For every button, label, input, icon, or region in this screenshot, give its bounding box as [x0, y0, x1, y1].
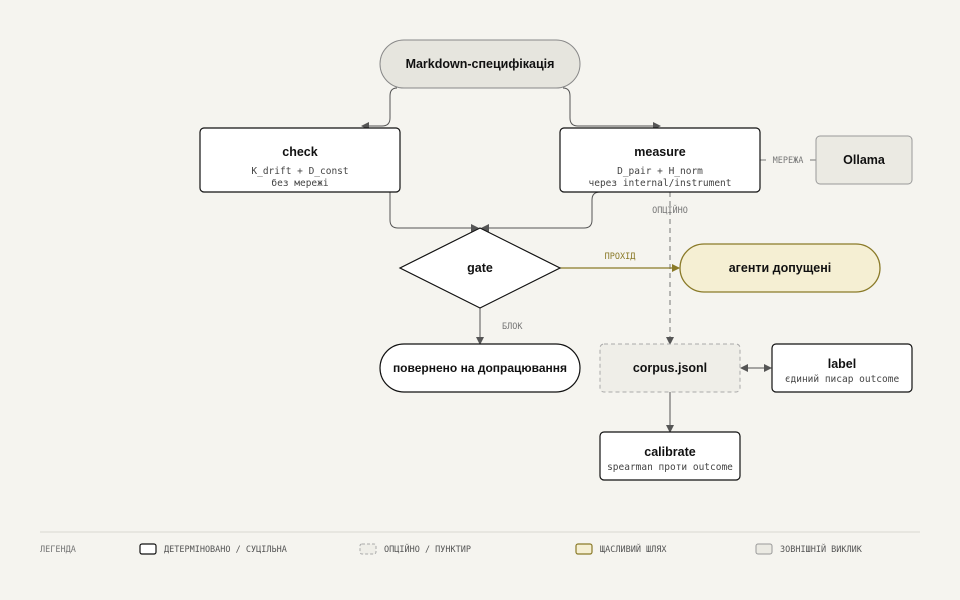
node-measure-sub2: через internal/instrument	[589, 178, 732, 189]
legend-swatch-external	[755, 543, 773, 555]
node-agents: агенти допущені	[679, 243, 881, 293]
edge-label-optional: ОПЦІЙНО	[652, 204, 688, 216]
legend-label-external: ЗОВНІШНІЙ ВИКЛИК	[780, 543, 863, 555]
legend-label-optional: ОПЦІЙНО / ПУНКТИР	[384, 543, 471, 555]
node-corpus-shape	[599, 343, 741, 393]
node-check-sub1: K_drift + D_const	[251, 166, 348, 177]
node-check-sub2: без мережі	[271, 178, 328, 189]
node-ollama-title: Ollama	[843, 153, 886, 167]
node-agents-title: агенти допущені	[729, 261, 832, 275]
node-label-sub1: єдиний писар outcome	[785, 374, 900, 385]
node-spec-shape	[379, 39, 581, 89]
node-agents-shape	[679, 243, 881, 293]
node-returned-shape	[379, 343, 581, 393]
edge-spec-to-check	[361, 87, 398, 130]
node-spec-title: Markdown-специфікація	[406, 57, 555, 71]
node-returned-title: повернено на допрацювання	[393, 361, 567, 375]
node-calibrate-sub1: spearman проти outcome	[607, 462, 733, 473]
edge-spec-to-measure	[562, 87, 661, 130]
legend-label-deterministic: ДЕТЕРМІНОВАНО / СУЦІЛЬНА	[164, 545, 287, 555]
node-label-shape	[771, 343, 913, 393]
node-gate-shape	[398, 227, 562, 309]
node-check-shape	[199, 127, 401, 193]
legend-swatch-happy	[575, 543, 593, 555]
node-check: check K_drift + D_const без мережі	[199, 127, 401, 193]
node-label: label єдиний писар outcome	[771, 343, 913, 393]
legend: ЛЕГЕНДА ДЕТЕРМІНОВАНО / СУЦІЛЬНА ОПЦІЙНО…	[40, 531, 920, 555]
connectors	[361, 87, 816, 433]
edge-check-to-gate	[389, 192, 479, 232]
edge-label-block: БЛОК	[502, 322, 523, 332]
node-calibrate: calibrate spearman проти outcome	[599, 431, 741, 481]
edge-label-pass: ПРОХІД	[605, 252, 636, 262]
node-ollama: Ollama	[815, 135, 913, 185]
legend-label-happy: ЩАСЛИВИЙ ШЛЯХ	[600, 543, 667, 555]
node-gate: gate	[398, 227, 562, 309]
node-spec: Markdown-специфікація	[379, 39, 581, 89]
node-check-title: check	[282, 145, 317, 159]
legend-title: ЛЕГЕНДА	[40, 545, 76, 555]
node-returned: повернено на допрацювання	[379, 343, 581, 393]
node-ollama-shape	[815, 135, 913, 185]
node-measure-shape	[559, 127, 761, 193]
node-calibrate-title: calibrate	[644, 445, 695, 459]
node-measure-title: measure	[634, 145, 685, 159]
node-corpus: corpus.jsonl	[599, 343, 741, 393]
edge-label-network: МЕРЕЖА	[773, 156, 804, 166]
legend-swatch-deterministic	[139, 543, 157, 555]
edge-measure-to-gate	[481, 191, 601, 232]
node-calibrate-shape	[599, 431, 741, 481]
node-measure: measure D_pair + H_norm через internal/i…	[559, 127, 761, 193]
node-corpus-title: corpus.jsonl	[633, 361, 707, 375]
node-label-title: label	[828, 357, 857, 371]
node-gate-title: gate	[467, 261, 493, 275]
node-measure-sub1: D_pair + H_norm	[617, 166, 703, 177]
legend-swatch-optional	[359, 543, 377, 555]
